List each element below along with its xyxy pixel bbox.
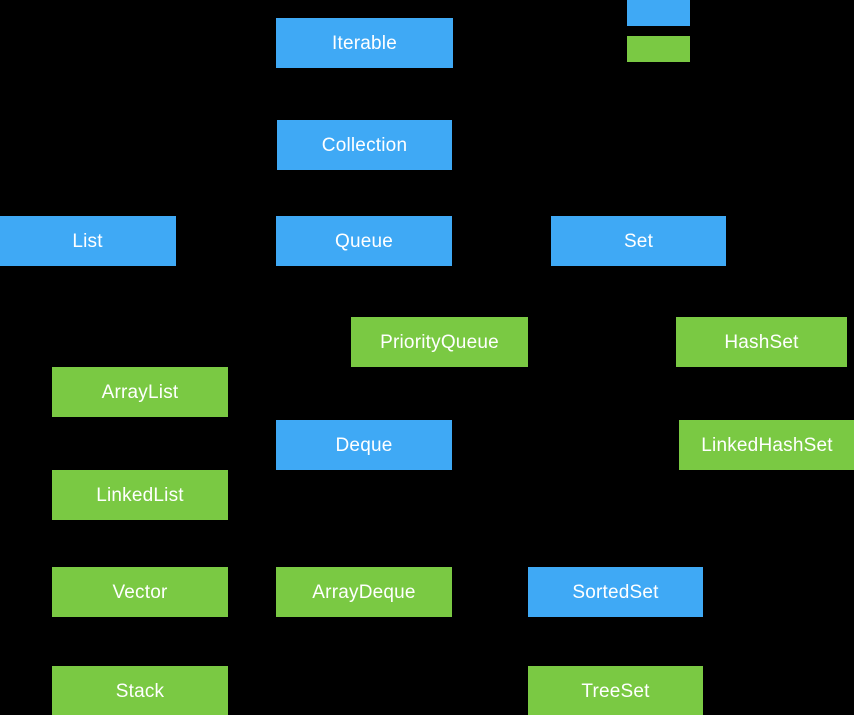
edge-collection-to-set (364, 169, 639, 217)
edge-set-to-sortedset (614, 265, 640, 568)
node-label: PriorityQueue (380, 331, 499, 353)
node-label: Set (623, 230, 654, 252)
node-treeset[interactable]: TreeSet (528, 666, 703, 715)
node-sortedset[interactable]: SortedSet (528, 567, 703, 617)
node-set[interactable]: Set (551, 216, 726, 266)
node-label: LinkedList (96, 484, 184, 506)
node-label: TreeSet (581, 680, 650, 702)
edge-set-to-hashset (638, 265, 762, 318)
node-label: List (72, 230, 103, 252)
edge-collection-to-list (87, 169, 365, 217)
node-linkedhashset[interactable]: LinkedHashSet (679, 420, 854, 470)
node-priorityqueue[interactable]: PriorityQueue (351, 317, 528, 367)
node-label: Iterable (332, 32, 397, 54)
legend-interface-label: Interface (700, 0, 767, 18)
node-label: Stack (115, 680, 165, 702)
node-label: Deque (335, 434, 393, 456)
node-arraydeque[interactable]: ArrayDeque (276, 567, 452, 617)
node-label: ArrayDeque (312, 581, 416, 603)
node-arraylist[interactable]: ArrayList (52, 367, 228, 417)
legend-implementation-swatch (627, 36, 690, 62)
node-label: SortedSet (572, 581, 659, 603)
edge-collection-to-queue (363, 169, 366, 217)
node-linkedlist[interactable]: LinkedList (52, 470, 228, 520)
node-label: ArrayList (101, 381, 179, 403)
node-label: HashSet (724, 331, 799, 353)
node-label: LinkedHashSet (701, 434, 833, 456)
edge-list-to-arraylist (86, 265, 141, 368)
edge-queue-to-priorityqueue (363, 265, 441, 318)
node-queue[interactable]: Queue (276, 216, 452, 266)
node-stack[interactable]: Stack (52, 666, 228, 715)
node-label: Queue (334, 230, 394, 252)
node-deque[interactable]: Deque (276, 420, 452, 470)
node-iterable[interactable]: Iterable (276, 18, 453, 68)
node-label: Collection (321, 134, 408, 156)
node-collection[interactable]: Collection (277, 120, 452, 170)
legend-interface-swatch (627, 0, 690, 26)
node-vector[interactable]: Vector (52, 567, 228, 617)
edge-hashset-to-linkedhashset (760, 366, 768, 421)
legend-implementation-label: Implementation (700, 40, 817, 59)
node-list[interactable]: List (0, 216, 176, 266)
node-label: Vector (112, 581, 168, 603)
node-hashset[interactable]: HashSet (676, 317, 847, 367)
